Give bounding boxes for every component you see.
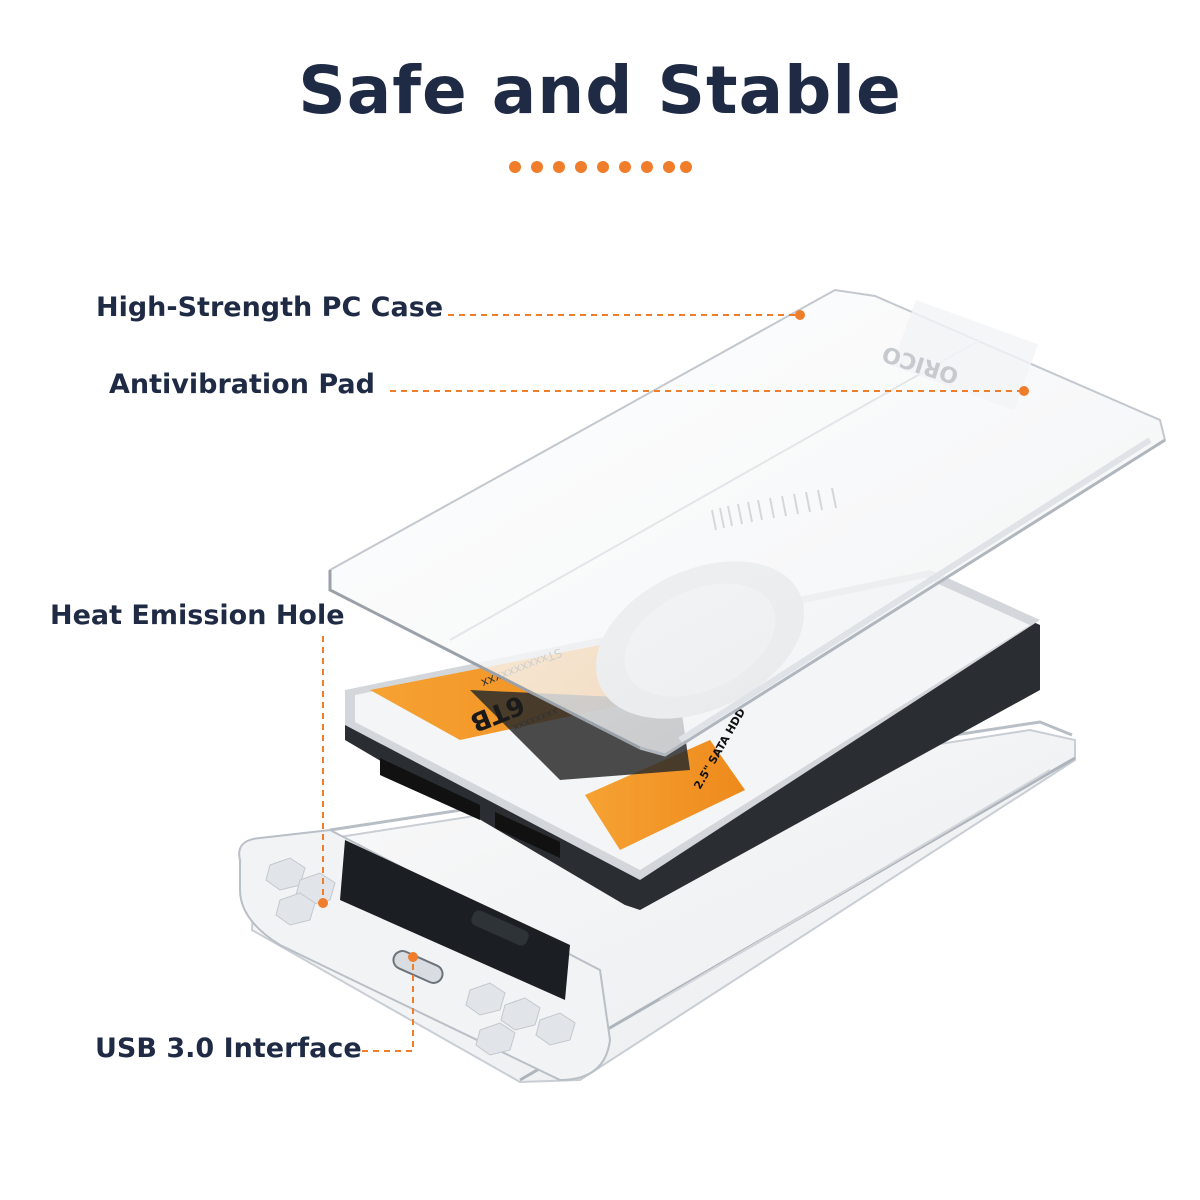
page-title: Safe and Stable bbox=[298, 52, 902, 129]
label-antivibration-pad: Antivibration Pad bbox=[109, 369, 375, 400]
title-divider-dots bbox=[509, 161, 692, 173]
label-heat-emission-hole: Heat Emission Hole bbox=[50, 600, 345, 631]
callout-lines bbox=[322, 314, 1020, 1052]
label-usb-interface: USB 3.0 Interface bbox=[95, 1033, 362, 1064]
callout-dots bbox=[318, 310, 1029, 962]
case-base-tray bbox=[238, 720, 1076, 1084]
label-high-strength-case: High-Strength PC Case bbox=[96, 292, 444, 323]
case-lid: ORICO bbox=[328, 288, 1167, 757]
